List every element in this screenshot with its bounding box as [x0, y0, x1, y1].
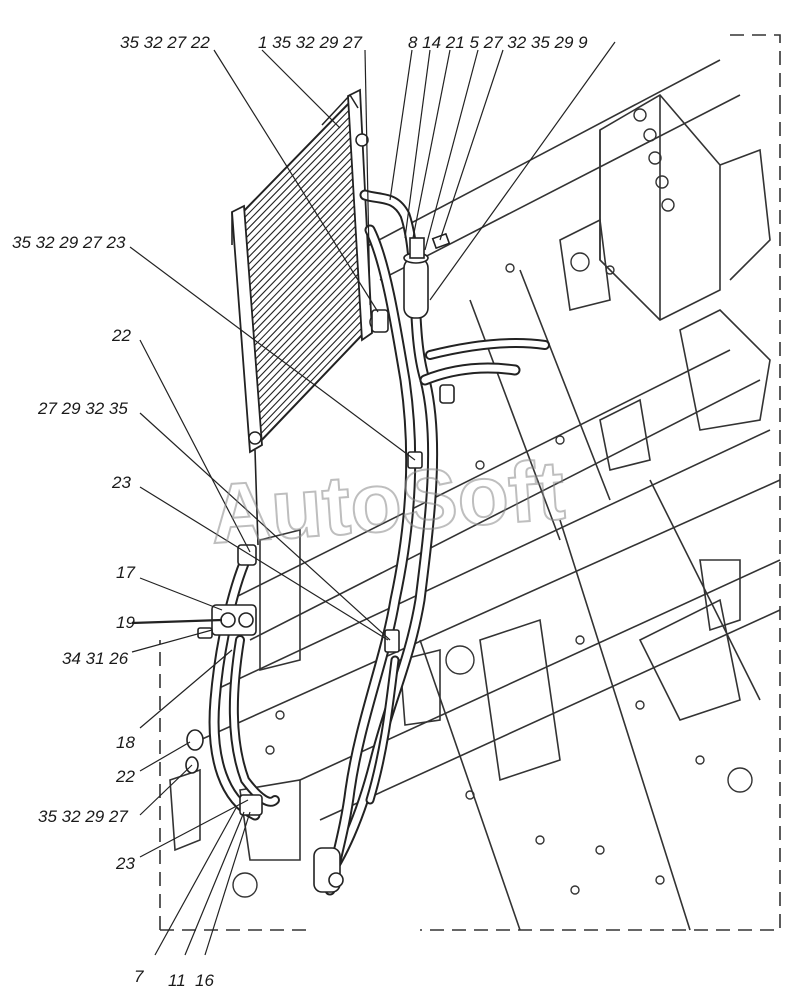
leader-lines	[129, 41, 616, 956]
callout-label: 8 14 21 5 27 32 35 29 9	[408, 33, 588, 52]
condenser-fin	[245, 175, 356, 290]
callout-label: 34 31 26	[62, 649, 129, 668]
callout-label: 23	[111, 473, 131, 492]
condenser-fin	[248, 217, 358, 331]
condenser-fin	[244, 168, 356, 284]
condenser-fin	[243, 147, 355, 263]
condenser-fin	[242, 141, 355, 256]
callout-label: 7	[134, 967, 144, 986]
condenser-fin	[251, 258, 360, 371]
condenser-fin	[241, 127, 354, 243]
callout-label: 27 29 32 35	[37, 399, 128, 418]
rivets	[232, 108, 753, 898]
condenser-fin	[246, 196, 357, 311]
watermark: AutoSoft	[207, 443, 567, 562]
callout-label: 35 32 29 27	[38, 807, 128, 826]
callout-label: 22	[115, 767, 135, 786]
callout-label: 22	[111, 326, 131, 345]
condenser-fin	[247, 210, 358, 324]
refrigerant-hoses	[208, 189, 550, 896]
condenser-fin	[244, 161, 356, 277]
condenser-fin	[255, 320, 362, 432]
condenser-fin	[252, 272, 360, 385]
condenser-fin	[240, 106, 353, 223]
condenser-radiator	[231, 88, 387, 546]
condenser-fin	[253, 293, 361, 405]
callout-label: 11	[168, 971, 186, 990]
condenser-fin	[253, 286, 361, 399]
callout-labels: 35 32 27 22 1 35 32 29 27 8 14 21 5 27 3…	[12, 33, 588, 990]
condenser-fin	[251, 265, 360, 378]
condenser-fin	[242, 134, 354, 250]
callout-label: 16	[195, 971, 214, 990]
condenser-fin	[254, 306, 362, 419]
condenser-fin	[252, 279, 361, 392]
condenser-fin	[243, 154, 355, 270]
condenser-fin	[241, 120, 354, 236]
condenser-fin	[250, 251, 359, 365]
condenser-fin	[255, 313, 362, 426]
condenser-fin	[247, 203, 357, 317]
condenser-fin	[248, 224, 358, 338]
callout-label: 19	[116, 613, 135, 632]
condenser-fin	[245, 182, 356, 297]
condenser-fin	[250, 244, 359, 358]
condenser-fin	[246, 189, 357, 304]
condenser-fin	[240, 113, 353, 229]
callout-label: 1 35 32 29 27	[258, 33, 363, 52]
callout-label: 35 32 27 22	[120, 33, 210, 52]
callout-label: 18	[116, 733, 135, 752]
condenser-fin	[249, 237, 359, 351]
callout-label: 35 32 29 27 23	[12, 233, 126, 252]
callout-label: 23	[115, 854, 135, 873]
condenser-fin	[256, 327, 363, 439]
callout-label: 17	[116, 563, 135, 582]
condenser-fin	[254, 300, 361, 412]
